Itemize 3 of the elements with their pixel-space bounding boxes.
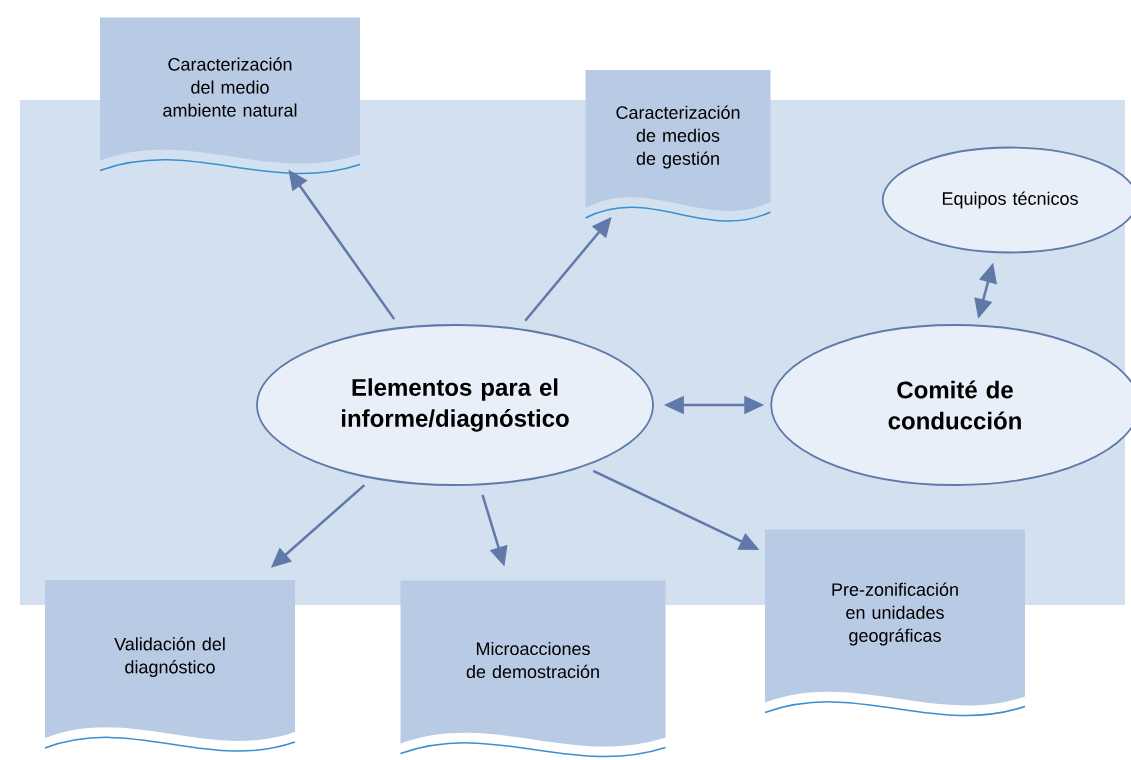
oval-node: Elementos para el informe/diagnóstico [256,324,654,486]
oval-node: Comité de conducción [770,324,1131,486]
oval-node: Equipos técnicos [881,146,1131,254]
